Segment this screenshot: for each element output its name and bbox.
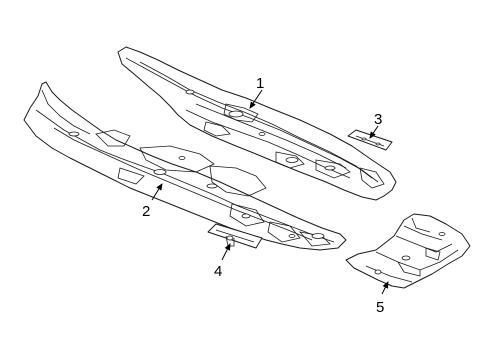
callout-1: 1 — [256, 75, 264, 92]
callout-5: 5 — [376, 299, 384, 316]
part-3-bracket — [347, 129, 393, 151]
callout-3: 3 — [374, 111, 382, 128]
callout-4: 4 — [214, 263, 222, 280]
part-5-rear-extension — [345, 213, 471, 289]
leader-line-1 — [249, 89, 263, 109]
part-4-reinforcement — [207, 223, 263, 249]
part-1-rear-floor-pan — [117, 46, 397, 201]
leader-line-4 — [221, 243, 231, 261]
leader-line-5 — [381, 281, 389, 295]
part-2-front-floor-pan — [23, 81, 347, 251]
callout-2: 2 — [142, 203, 150, 220]
leader-line-3 — [369, 125, 379, 139]
leader-line-2 — [151, 183, 163, 201]
